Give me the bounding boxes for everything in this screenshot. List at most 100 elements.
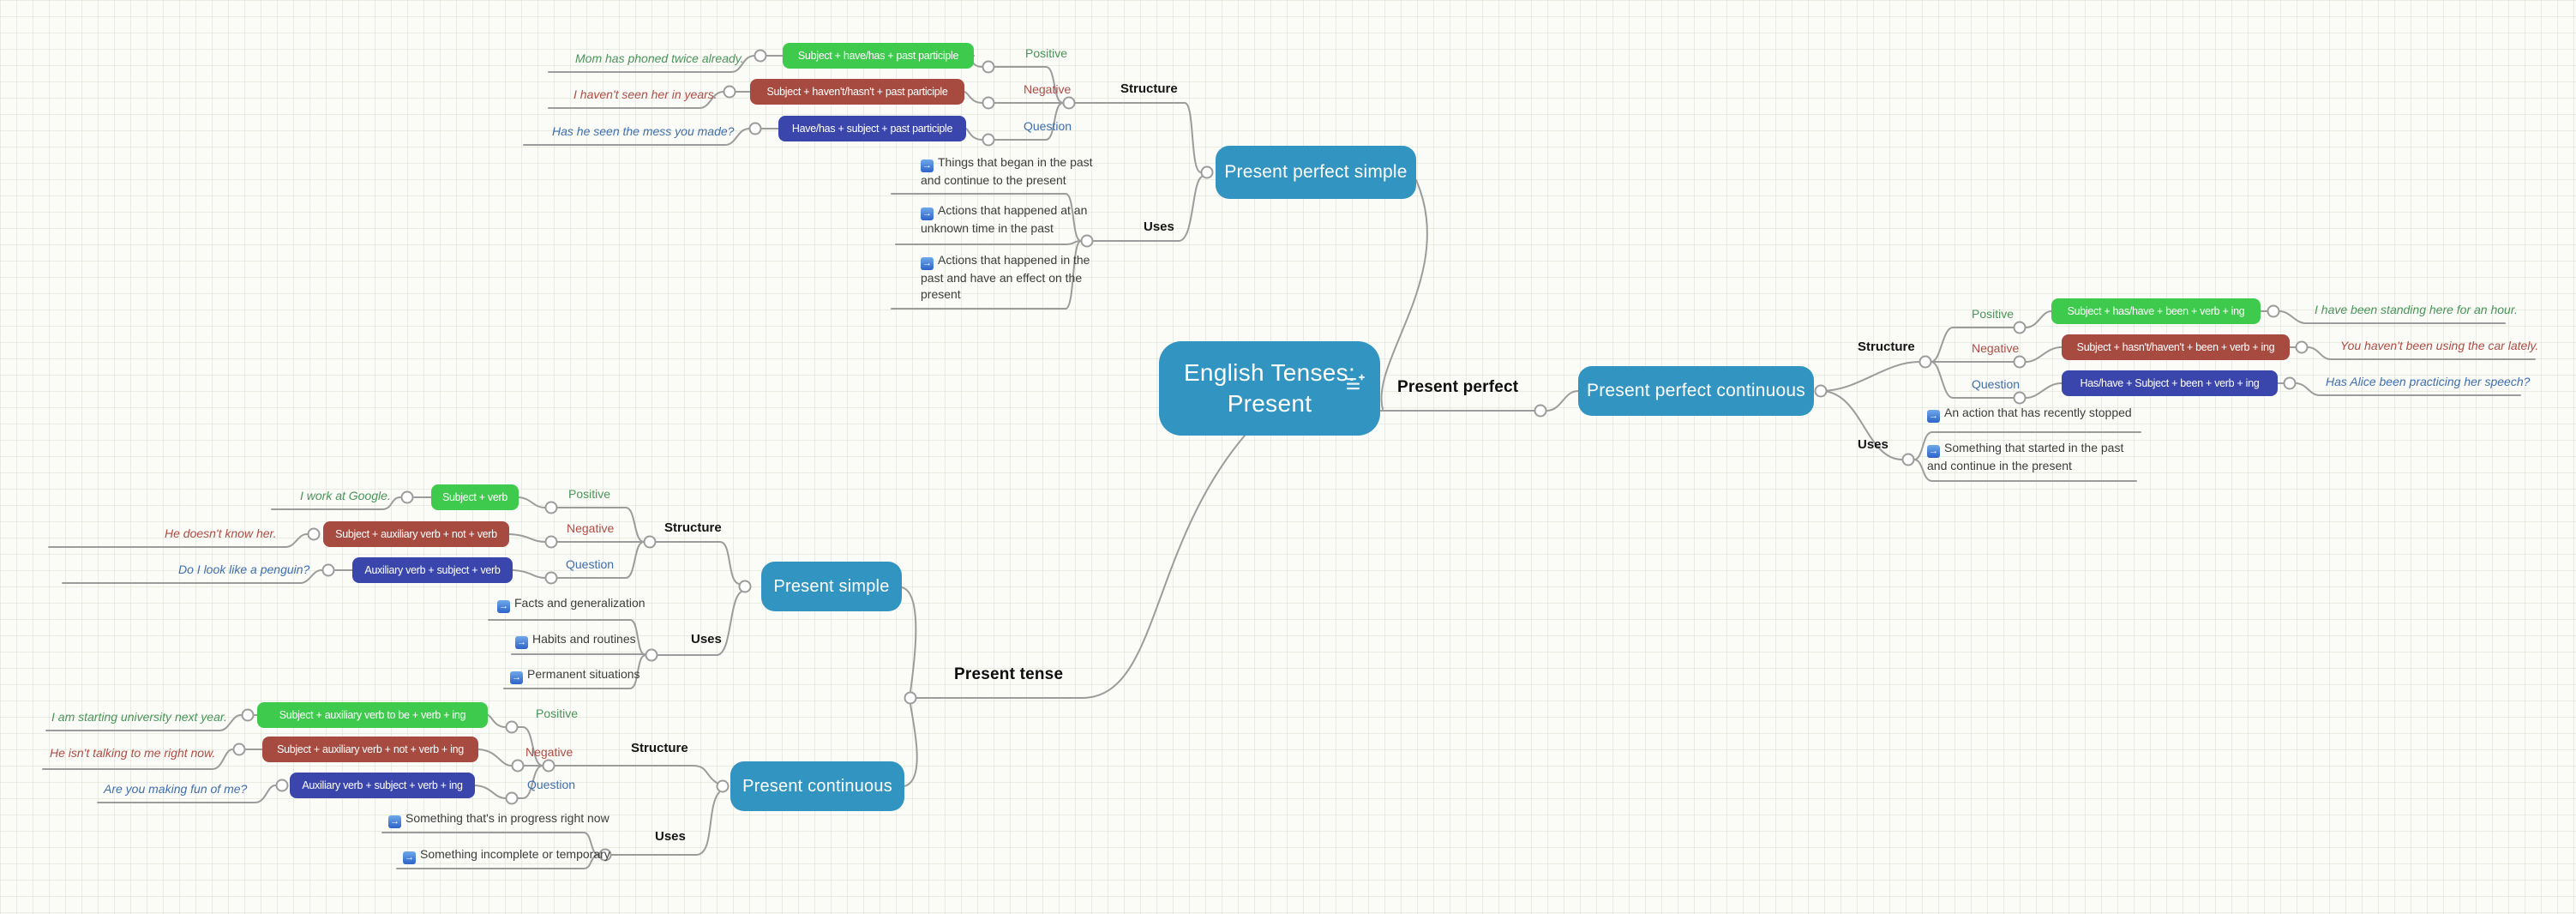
toggle-circle[interactable] xyxy=(1062,96,1076,110)
example-ppc-question[interactable]: Has Alice been practicing her speech? xyxy=(2326,375,2531,388)
example-pc-negative[interactable]: He isn't talking to me right now. xyxy=(50,746,216,760)
row-label-ppc-negative[interactable]: Negative xyxy=(1972,341,2020,355)
toggle-circle[interactable] xyxy=(511,759,525,773)
toggle-circle[interactable] xyxy=(723,85,736,99)
use-item[interactable]: →Things that began in the past and conti… xyxy=(921,155,1093,187)
toggle-circle[interactable] xyxy=(2013,355,2027,369)
toggle-circle[interactable] xyxy=(321,563,335,577)
formula-pc-question[interactable]: Auxiliary verb + subject + verb + ing xyxy=(290,773,475,798)
example-ppc-negative[interactable]: You haven't been using the car lately. xyxy=(2340,339,2539,352)
toggle-circle[interactable] xyxy=(241,708,255,722)
toggle-circle[interactable] xyxy=(1918,355,1932,369)
node-present-perfect-simple[interactable]: Present perfect simple xyxy=(1216,146,1416,199)
formula-pps-negative[interactable]: Subject + haven't/hasn't + past particip… xyxy=(750,79,964,105)
toggle-circle[interactable] xyxy=(982,60,995,74)
toggle-circle[interactable] xyxy=(2013,391,2027,405)
toggle-circle[interactable] xyxy=(505,791,519,805)
toggle-circle[interactable] xyxy=(643,535,657,549)
toggle-circle[interactable] xyxy=(232,743,246,756)
row-label-pps-negative[interactable]: Negative xyxy=(1024,82,1072,96)
row-label-ps-positive[interactable]: Positive xyxy=(568,487,611,501)
formula-ppc-positive[interactable]: Subject + has/have + been + verb + ing xyxy=(2051,298,2261,324)
example-pps-negative[interactable]: I haven't seen her in years. xyxy=(573,87,718,101)
section-label-ps-structure[interactable]: Structure xyxy=(664,520,722,535)
example-pc-positive[interactable]: I am starting university next year. xyxy=(51,710,227,724)
example-ps-positive[interactable]: I work at Google. xyxy=(300,489,391,502)
example-ps-negative[interactable]: He doesn't know her. xyxy=(165,526,277,540)
formula-ps-positive[interactable]: Subject + verb xyxy=(431,484,519,510)
section-label-ppc-structure[interactable]: Structure xyxy=(1858,340,1915,354)
toggle-circle[interactable] xyxy=(544,571,558,585)
node-present-perfect-continuous[interactable]: Present perfect continuous xyxy=(1578,366,1814,416)
toggle-circle[interactable] xyxy=(1080,234,1094,248)
use-item[interactable]: →Something that's in progress right now xyxy=(388,811,609,828)
use-item[interactable]: →Habits and routines xyxy=(515,632,636,649)
use-item[interactable]: →Something that started in the past and … xyxy=(1927,441,2124,472)
example-ppc-positive[interactable]: I have been standing here for an hour. xyxy=(2315,303,2518,316)
toggle-circle[interactable] xyxy=(904,691,917,705)
toggle-circle[interactable] xyxy=(2295,340,2309,354)
section-label-ppc-uses[interactable]: Uses xyxy=(1858,437,1888,452)
toggle-circle[interactable] xyxy=(982,96,995,110)
row-label-ps-question[interactable]: Question xyxy=(566,557,615,571)
toggle-circle[interactable] xyxy=(2283,376,2297,390)
toggle-circle[interactable] xyxy=(754,49,767,63)
toggle-circle[interactable] xyxy=(982,133,995,147)
toggle-circle[interactable] xyxy=(748,122,762,135)
example-pc-question[interactable]: Are you making fun of me? xyxy=(104,782,248,796)
use-item[interactable]: →Facts and generalization xyxy=(497,596,646,613)
toggle-circle[interactable] xyxy=(2013,321,2027,334)
formula-pps-positive[interactable]: Subject + have/has + past participle xyxy=(783,43,974,69)
formula-pc-positive[interactable]: Subject + auxiliary verb to be + verb + … xyxy=(257,702,488,728)
toggle-circle[interactable] xyxy=(400,490,414,504)
formula-pps-question[interactable]: Have/has + subject + past participle xyxy=(778,116,966,141)
formula-ps-question[interactable]: Auxiliary verb + subject + verb xyxy=(352,557,513,583)
use-item[interactable]: →Permanent situations xyxy=(510,667,640,684)
formula-ppc-question[interactable]: Has/have + Subject + been + verb + ing xyxy=(2062,370,2278,396)
row-label-pps-question[interactable]: Question xyxy=(1024,119,1072,133)
section-label-pc-structure[interactable]: Structure xyxy=(631,741,688,755)
formula-pc-negative[interactable]: Subject + auxiliary verb + not + verb + … xyxy=(262,737,478,762)
section-label-pps-uses[interactable]: Uses xyxy=(1144,219,1174,234)
row-label-pc-positive[interactable]: Positive xyxy=(536,707,579,720)
toggle-circle[interactable] xyxy=(544,535,558,549)
row-label-ps-negative[interactable]: Negative xyxy=(567,521,615,535)
toggle-circle[interactable] xyxy=(1814,384,1828,398)
use-item[interactable]: →Actions that happened at an unknown tim… xyxy=(921,203,1088,235)
use-item[interactable]: →An action that has recently stopped xyxy=(1927,406,2132,423)
node-present-simple[interactable]: Present simple xyxy=(761,562,902,611)
branch-label-present-perfect[interactable]: Present perfect xyxy=(1397,378,1519,396)
example-pps-positive[interactable]: Mom has phoned twice already. xyxy=(575,51,744,65)
row-label-pps-positive[interactable]: Positive xyxy=(1025,46,1068,60)
toggle-circle[interactable] xyxy=(1901,453,1915,466)
formula-ppc-negative[interactable]: Subject + hasn't/haven't + been + verb +… xyxy=(2062,334,2290,360)
toggle-circle[interactable] xyxy=(598,848,612,862)
example-pps-question[interactable]: Has he seen the mess you made? xyxy=(552,124,735,138)
toggle-circle[interactable] xyxy=(2267,304,2280,318)
toggle-circle[interactable] xyxy=(544,501,558,514)
toggle-circle[interactable] xyxy=(505,720,519,734)
row-label-ppc-positive[interactable]: Positive xyxy=(1972,307,2015,321)
list-plus-icon[interactable] xyxy=(1344,374,1368,393)
toggle-circle[interactable] xyxy=(275,779,289,792)
use-item[interactable]: →Actions that happened in the past and h… xyxy=(921,253,1090,301)
toggle-circle[interactable] xyxy=(716,779,730,793)
toggle-circle[interactable] xyxy=(307,527,321,541)
use-item[interactable]: →Something incomplete or temporary xyxy=(403,847,610,864)
example-ps-question[interactable]: Do I look like a penguin? xyxy=(178,562,310,576)
row-label-ppc-question[interactable]: Question xyxy=(1972,377,2021,391)
toggle-circle[interactable] xyxy=(738,580,752,593)
section-label-ps-uses[interactable]: Uses xyxy=(691,632,722,646)
root-node[interactable]: English Tenses: Present xyxy=(1159,341,1380,436)
section-label-pc-uses[interactable]: Uses xyxy=(655,829,686,844)
formula-ps-negative[interactable]: Subject + auxiliary verb + not + verb xyxy=(323,521,509,547)
branch-label-present-tense[interactable]: Present tense xyxy=(954,665,1064,683)
toggle-circle[interactable] xyxy=(542,759,555,773)
row-label-pc-negative[interactable]: Negative xyxy=(525,745,573,759)
toggle-circle[interactable] xyxy=(1200,165,1214,179)
toggle-circle[interactable] xyxy=(1534,404,1547,418)
node-present-continuous[interactable]: Present continuous xyxy=(730,761,904,811)
toggle-circle[interactable] xyxy=(645,648,658,662)
section-label-pps-structure[interactable]: Structure xyxy=(1120,81,1178,96)
row-label-pc-question[interactable]: Question xyxy=(527,778,576,791)
